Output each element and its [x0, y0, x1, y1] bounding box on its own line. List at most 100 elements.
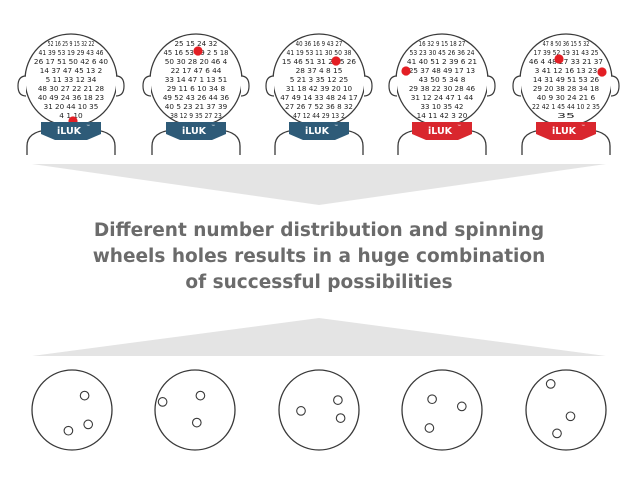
trademark-symbol: ™: [334, 124, 339, 130]
trademark-symbol: ™: [86, 124, 91, 130]
trademark-symbol: ™: [211, 124, 216, 130]
left-ear: [512, 75, 522, 97]
hole-marker: [597, 67, 607, 77]
disc-hole: [545, 379, 556, 389]
number-row: 40 9 30 24 21 6: [537, 94, 596, 102]
disc-hole: [565, 411, 576, 422]
trademark-symbol: ™: [457, 124, 462, 130]
number-row: 31 18 42 39 20 10: [286, 85, 352, 93]
disc-5: [525, 369, 607, 451]
bottom-arrow-triangle: [32, 318, 606, 356]
number-row: 16 32 9 15 18 27: [419, 40, 466, 48]
number-row: 31 12 24 47 1 44: [411, 94, 474, 102]
number-row: 25 37 48 49 17 13: [409, 67, 475, 75]
disc-hole: [333, 395, 343, 405]
number-row: 50 30 28 20 46 4: [165, 58, 228, 66]
right-ear: [363, 75, 373, 97]
number-row: 47 49 14 33 48 24 17: [280, 94, 357, 102]
number-row: 53 23 30 45 26 36 24: [410, 49, 475, 57]
number-row: 47 8 50 36 15 5 32: [543, 40, 590, 48]
brand-label: iLUK: [305, 126, 330, 137]
number-row: 29 11 6 10 34 8: [167, 85, 226, 93]
disc-hole: [83, 419, 94, 430]
number-row: 29 38 22 30 28 46: [409, 85, 476, 93]
left-ear: [142, 75, 152, 97]
number-row: 40 36 16 9 43 27: [296, 40, 343, 48]
number-row: 29 20 38 28 34 18: [533, 85, 599, 93]
disc-hole: [552, 428, 562, 439]
number-row: 22 17 47 6 44: [171, 67, 222, 75]
number-row: 14 11 42 3 20: [417, 112, 468, 120]
left-ear: [265, 75, 275, 97]
disc-2: [154, 369, 236, 451]
left-ear: [17, 75, 27, 97]
right-ear: [240, 75, 250, 97]
caption-line-2: wheels holes results in a huge combinati…: [92, 246, 546, 267]
disc-hole: [79, 390, 90, 401]
number-row: 48 30 27 22 21 28: [38, 85, 104, 93]
disc-outline: [31, 369, 113, 451]
disc-hole: [456, 401, 467, 412]
number-row: 5 11 33 12 34: [46, 76, 97, 84]
disc-4: [401, 369, 483, 451]
disc-hole: [195, 390, 206, 401]
number-row: 38 12 9 35 27 23: [170, 112, 222, 120]
number-row: 33 10 35 42: [421, 103, 464, 111]
number-row: 47 12 44 29 13 2: [293, 112, 345, 120]
number-row: 33 14 47 1 13 51: [165, 76, 227, 84]
number-row: 31 20 44 10 35: [44, 103, 99, 111]
disc-hole: [335, 413, 346, 423]
right-ear: [610, 75, 620, 97]
number-row: 41 19 53 11 30 50 38: [287, 49, 352, 57]
caption-line-1: Different number distribution and spinni…: [93, 220, 545, 241]
number-row: 17 39 52 19 31 43 25: [534, 49, 599, 57]
discs-row: [31, 369, 607, 451]
number-row: 41 39 53 19 29 43 46: [39, 49, 104, 57]
brand-label: iLUK: [182, 126, 207, 137]
label-band: [289, 122, 349, 140]
hole-marker: [554, 54, 564, 64]
number-row: 40 5 23 21 37 39: [165, 103, 227, 111]
number-row: 41 40 51 2 39 6 21: [407, 58, 477, 66]
number-row: 28 37 4 8 15: [296, 67, 343, 75]
disc-hole: [157, 397, 168, 407]
number-row: 49 52 43 26 44 36: [163, 94, 230, 102]
disc-hole: [427, 394, 437, 405]
disc-hole: [296, 406, 306, 416]
number-row: 27 26 7 52 36 8 32: [285, 103, 353, 111]
hole-marker: [401, 66, 411, 76]
number-row: 52 16 25 9 15 32 22: [48, 40, 95, 48]
number-row: 5 21 3 35 12 25: [290, 76, 349, 84]
brand-label: iLUK: [552, 126, 577, 137]
hole-marker: [193, 46, 203, 56]
number-row: 14 37 47 45 13 2: [40, 67, 102, 75]
number-row: 43 50 5 34 8: [419, 76, 466, 84]
disc-hole: [191, 417, 202, 428]
number-row: 35: [557, 112, 575, 120]
number-row: 46 4 48 27 33 21 37: [529, 58, 603, 66]
number-row: 15 46 51 31 22 5 26: [282, 58, 357, 66]
label-band: [412, 122, 472, 140]
disc-1: [31, 369, 113, 451]
brand-label: iLUK: [428, 126, 453, 137]
disc-hole: [424, 423, 435, 433]
hole-marker: [331, 56, 341, 66]
disc-outline: [278, 369, 360, 451]
right-ear: [486, 75, 496, 97]
top-arrow-triangle: [32, 164, 606, 205]
number-row: 4 1 10: [59, 112, 82, 120]
label-band: [166, 122, 226, 140]
disc-outline: [525, 369, 607, 451]
brand-label: iLUK: [57, 126, 82, 137]
number-row: 14 31 49 51 53 26: [533, 76, 600, 84]
disc-outline: [154, 369, 236, 451]
number-row: 40 49 24 36 18 23: [38, 94, 104, 102]
number-row: 3 41 12 16 13 23: [535, 67, 597, 75]
disc-hole: [63, 425, 74, 436]
number-row: 22 42 1 45 44 10 2 35: [532, 103, 600, 111]
